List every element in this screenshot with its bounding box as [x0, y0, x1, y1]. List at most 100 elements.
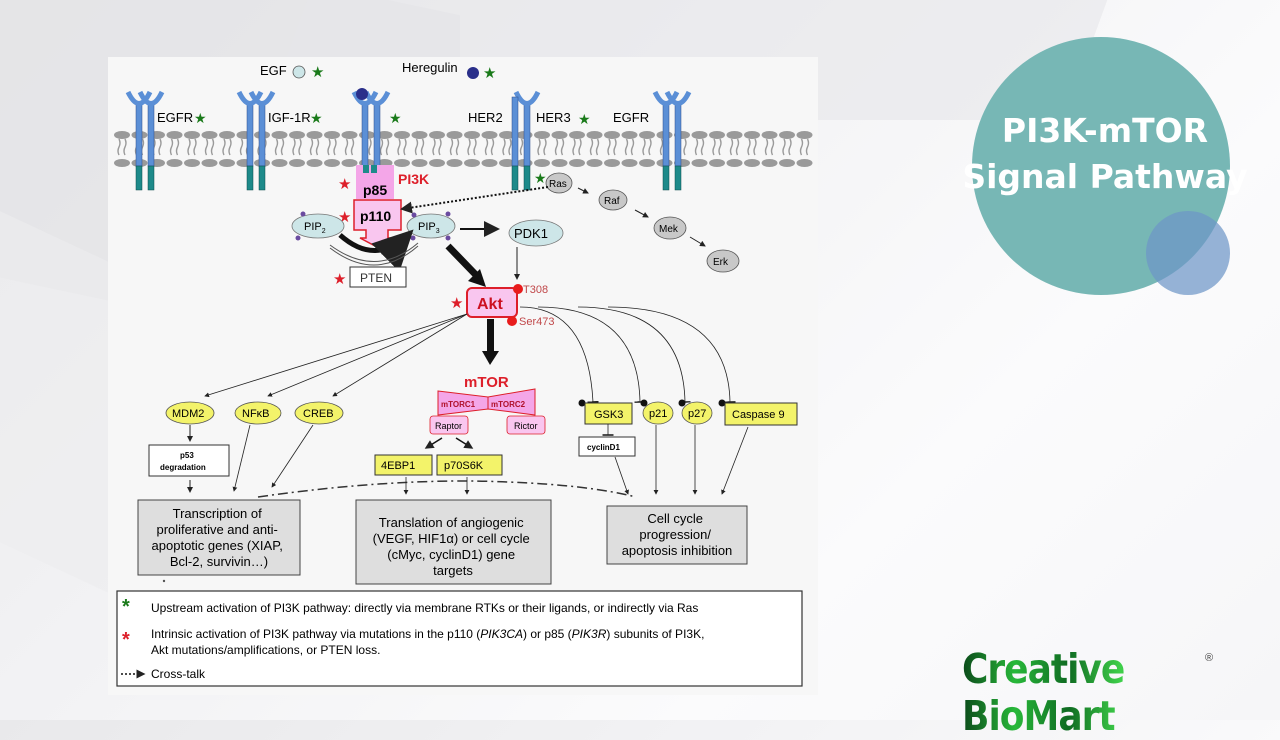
company-logo: Creative BioMart	[962, 646, 1280, 740]
lipid-tail	[747, 138, 757, 156]
receptor-stalk	[246, 101, 254, 167]
lipid-head	[166, 159, 183, 167]
lipid-tail	[344, 138, 355, 156]
lipid-head	[761, 131, 778, 139]
lipid-head	[639, 131, 655, 139]
phosphate-dot	[410, 235, 416, 241]
lipid-tail	[799, 138, 810, 156]
arrow-head	[468, 269, 486, 287]
raptor-to-p70s6k-arrow	[455, 437, 474, 449]
pten-reverse-arrow	[329, 242, 419, 262]
receptor-cup	[236, 90, 264, 106]
receptor-stalk	[662, 101, 670, 167]
arrow-head	[482, 351, 499, 365]
receptor-tail	[135, 165, 143, 191]
pip3-to-akt-arrow	[445, 243, 479, 278]
akt-inhibits-caspase9	[607, 306, 736, 403]
lipid-head	[569, 131, 585, 139]
lipid-tail	[607, 138, 617, 156]
lipid-head	[411, 159, 428, 167]
receptor-cup	[513, 90, 541, 106]
phosphate-dot	[411, 212, 417, 218]
receptor-her2-her3	[511, 90, 541, 191]
rictor-label: Rictor	[514, 421, 538, 431]
lipid-head	[709, 159, 725, 167]
lipid-head	[219, 159, 235, 167]
lipid-head	[446, 131, 463, 139]
lipid-head	[324, 131, 340, 139]
lipid-head	[534, 159, 550, 167]
creb-label: CREB	[303, 408, 334, 420]
pi3k-label: PI3K	[398, 171, 429, 187]
receptor-tail	[363, 165, 369, 173]
ser473-label: Ser473	[519, 316, 554, 328]
title-line-1: PI3K-mTOR	[1001, 111, 1209, 150]
title-line-2: Signal Pathway	[962, 157, 1248, 196]
green-star-icon: ★	[389, 110, 402, 126]
lipid-head	[376, 131, 393, 139]
mdm2-label: MDM2	[172, 408, 204, 420]
akt-to-mdm2-arrow	[204, 313, 468, 398]
phosphate-dot	[445, 235, 451, 241]
lipid-tail	[467, 138, 477, 156]
p110-label: p110	[360, 208, 391, 224]
phosphate-dot	[295, 235, 301, 241]
green-star-icon: ★	[310, 110, 323, 126]
cross-talk-arrow	[400, 186, 549, 214]
lipid-tail	[274, 138, 285, 156]
lipid-head	[219, 131, 235, 139]
p70s6k-node	[436, 454, 503, 476]
p53-degradation-box	[148, 444, 230, 477]
creb-node	[294, 401, 344, 425]
lipid-head	[394, 159, 410, 167]
lipid-head	[691, 159, 708, 167]
legend-green-star-icon: *	[122, 596, 130, 618]
lipid-head	[184, 131, 200, 139]
raf-label: Raf	[604, 196, 620, 207]
pathway-figure: EGF ★ Heregulin ★ EGFR ★ IGF-1R ★ ★ HER2…	[108, 57, 818, 695]
erk-label: Erk	[713, 257, 729, 268]
pip3-node	[406, 213, 456, 239]
lipid-head	[779, 131, 795, 139]
receptor-cup	[351, 90, 379, 106]
her3-label: HER3	[536, 110, 571, 125]
lipid-tail	[397, 138, 407, 156]
receptor-stalk	[373, 101, 381, 167]
pip2-to-pip3-arrow	[338, 229, 414, 272]
receptor-tail	[147, 165, 155, 191]
caspase9-label: Caspase 9	[732, 409, 785, 421]
transcription-outcome-text: Transcription of proliferative and anti-…	[152, 506, 287, 569]
rictor-node	[506, 415, 546, 435]
lipid-head	[114, 131, 130, 139]
p85-label: p85	[363, 182, 387, 198]
akt-inhibits-p27	[577, 306, 691, 403]
mek-to-erk-arrow	[689, 236, 706, 247]
p27-label: p27	[688, 408, 706, 420]
akt-to-nfkb-arrow	[267, 313, 468, 397]
receptor-stalk	[135, 101, 143, 167]
lipid-tail	[694, 138, 705, 156]
pdk1-node	[508, 219, 564, 247]
receptor-stalk	[523, 101, 531, 167]
creb-to-transcription-arrow	[271, 424, 314, 488]
lipid-tail	[572, 138, 582, 156]
p21-node	[642, 401, 674, 425]
lipid-tail	[589, 138, 600, 156]
lipid-head	[639, 159, 655, 167]
lipid-head	[271, 131, 288, 139]
nfkb-node	[234, 401, 282, 425]
legend-crosstalk-text: Cross-talk	[151, 667, 206, 681]
raf-to-mek-arrow	[634, 209, 649, 218]
red-star-icon: ★	[333, 271, 346, 288]
translation-outcome-box	[355, 499, 552, 585]
accent-circle	[1146, 211, 1230, 295]
lipid-head	[464, 131, 480, 139]
t308-phospho-site	[513, 284, 523, 294]
lipid-tail	[782, 138, 792, 156]
mtorc1-label: mTORC1	[441, 400, 476, 409]
lipid-head	[324, 159, 340, 167]
phospho-dot	[678, 399, 686, 407]
lipid-tail	[169, 138, 180, 156]
lipid-head	[604, 159, 620, 167]
nfkb-label: NFκB	[242, 408, 270, 420]
